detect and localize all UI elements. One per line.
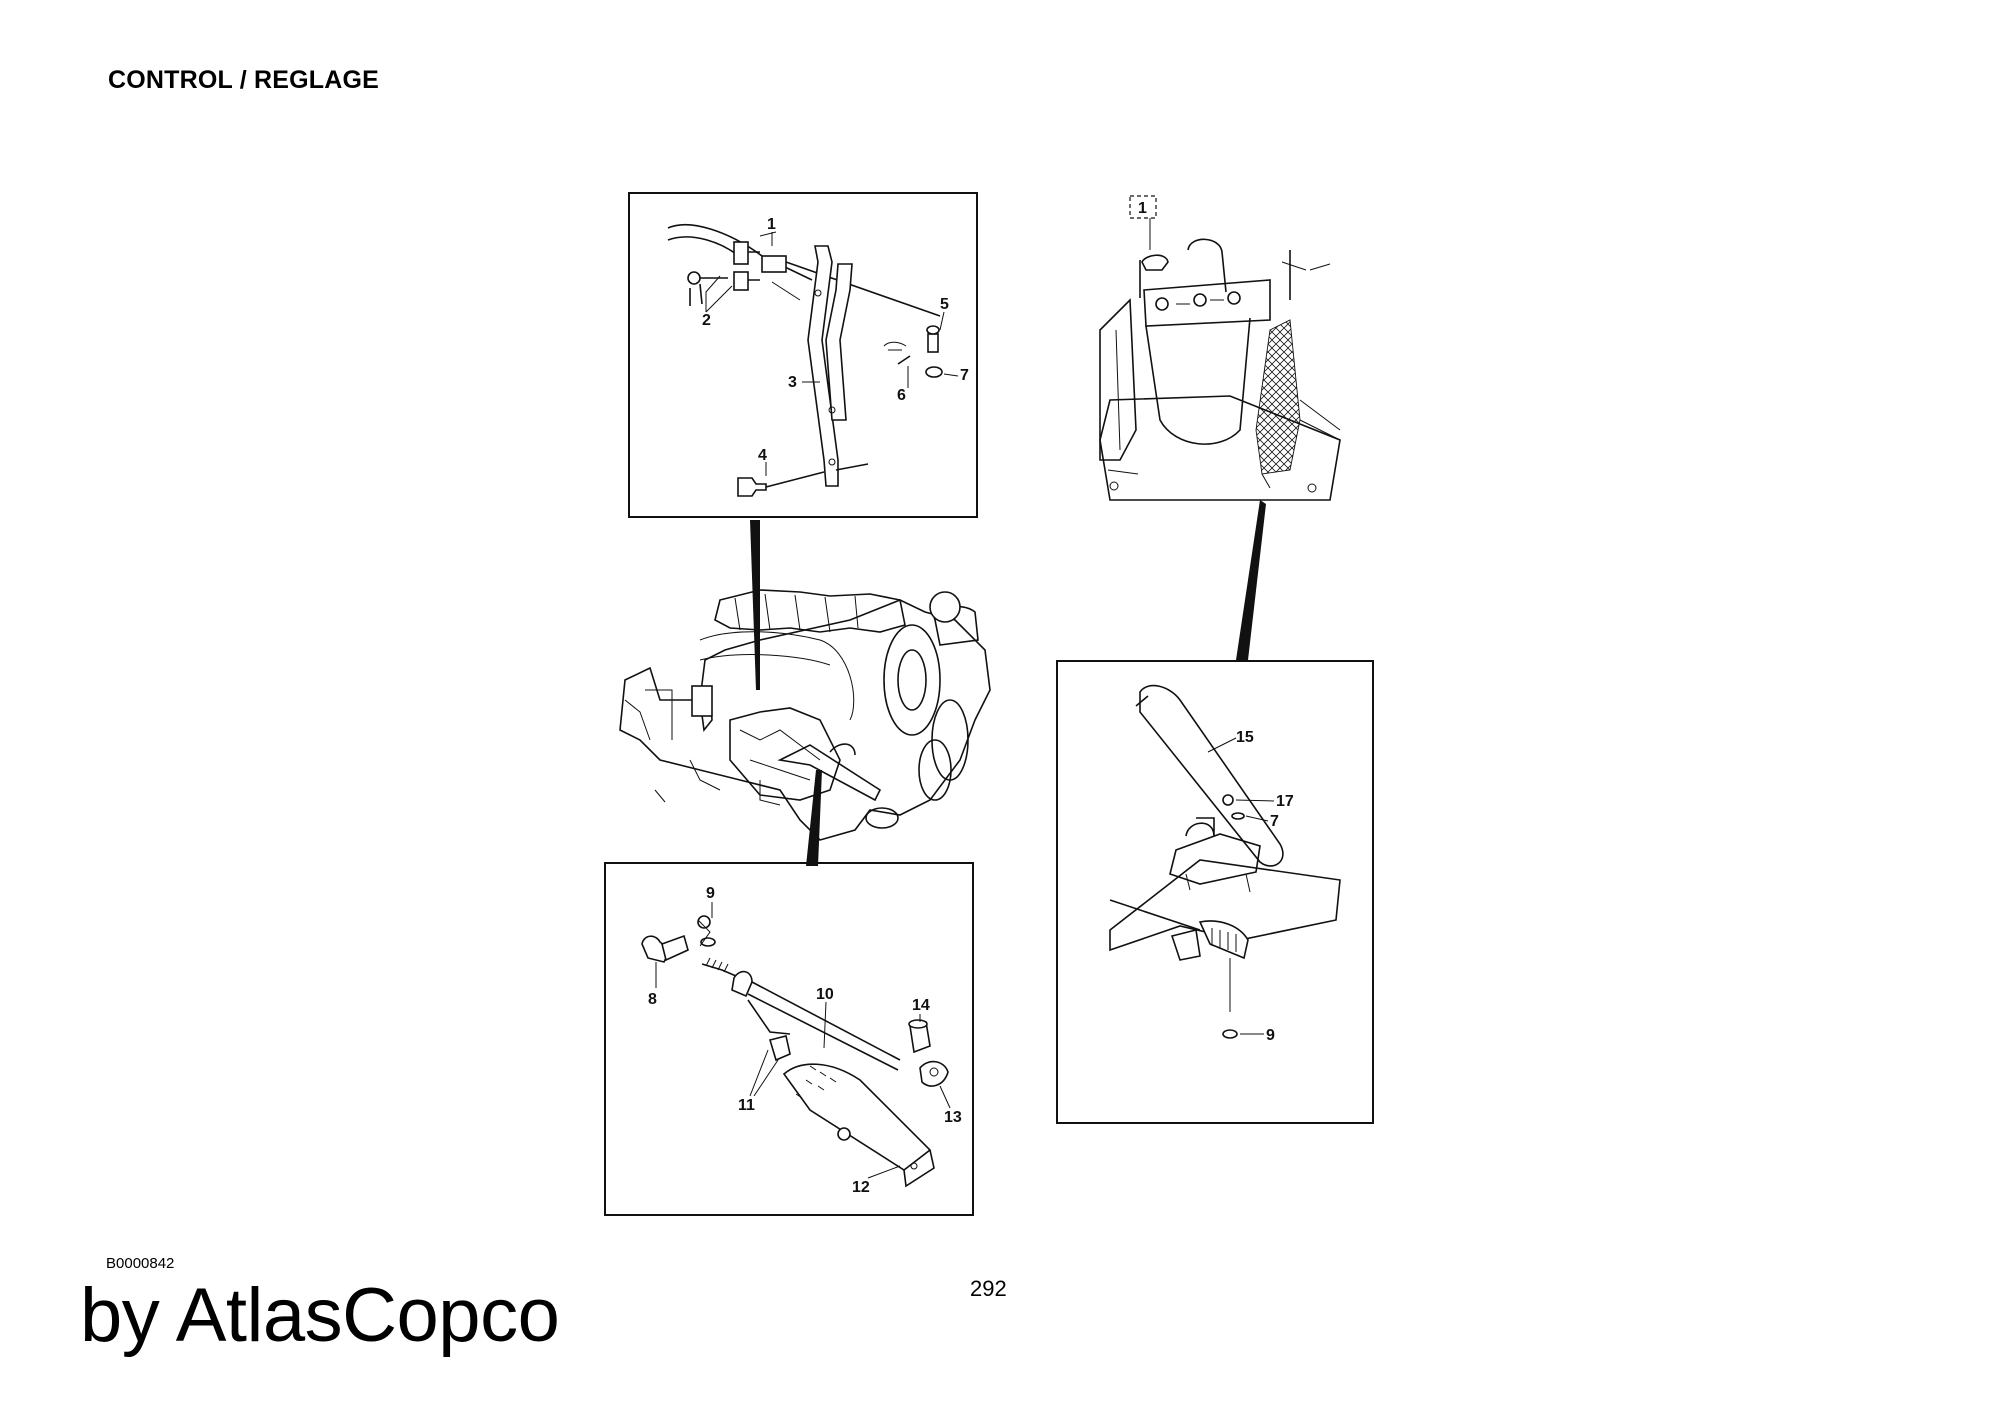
callout-label: 10	[816, 986, 834, 1003]
callout-label: 9	[706, 885, 715, 902]
accelerator-pedal-callouts: 15 17 7 9	[1207, 729, 1294, 1044]
injection-pump-cable-callouts: 9 8 10 14 11 13 12	[648, 885, 962, 1196]
page-number: 292	[970, 1276, 1007, 1301]
page-title: CONTROL / REGLAGE	[108, 66, 380, 94]
callout-label: 7	[1270, 813, 1279, 830]
cab-floor-callouts: 1	[1138, 200, 1147, 217]
cab-floor-drawing	[1099, 195, 1341, 501]
throttle-linkage-panel	[628, 192, 978, 518]
callout-label: 4	[758, 447, 767, 464]
throttle-linkage-callouts: 1 2 3 4 5 6 7	[702, 216, 969, 476]
callout-label: 1	[1138, 200, 1147, 217]
callout-label: 6	[897, 387, 906, 404]
engine-illustration	[619, 589, 991, 841]
callout-label: 2	[702, 312, 711, 329]
accelerator-pedal-panel	[1056, 660, 1374, 1124]
callout-label: 3	[788, 374, 797, 391]
callout-label: 12	[852, 1179, 870, 1196]
callout-label: 15	[1236, 729, 1254, 746]
callout-label: 1	[767, 216, 776, 233]
drawing-reference: B0000842	[106, 1255, 175, 1272]
accelerator-pedal-drawing	[1109, 684, 1341, 1039]
leader-wedges	[750, 500, 1266, 866]
callout-label: 17	[1276, 793, 1294, 810]
throttle-linkage-drawing	[667, 224, 943, 497]
callout-label: 13	[944, 1109, 962, 1126]
injection-pump-cable-drawing	[641, 915, 949, 1188]
callout-label: 7	[960, 367, 969, 384]
callout-label: 9	[1266, 1027, 1275, 1044]
callout-label: 5	[940, 296, 949, 313]
callout-label: 11	[738, 1097, 755, 1114]
callout-label: 14	[912, 997, 930, 1014]
callout-label: 8	[648, 991, 657, 1008]
brand-signature: by AtlasCopco	[80, 1273, 560, 1358]
